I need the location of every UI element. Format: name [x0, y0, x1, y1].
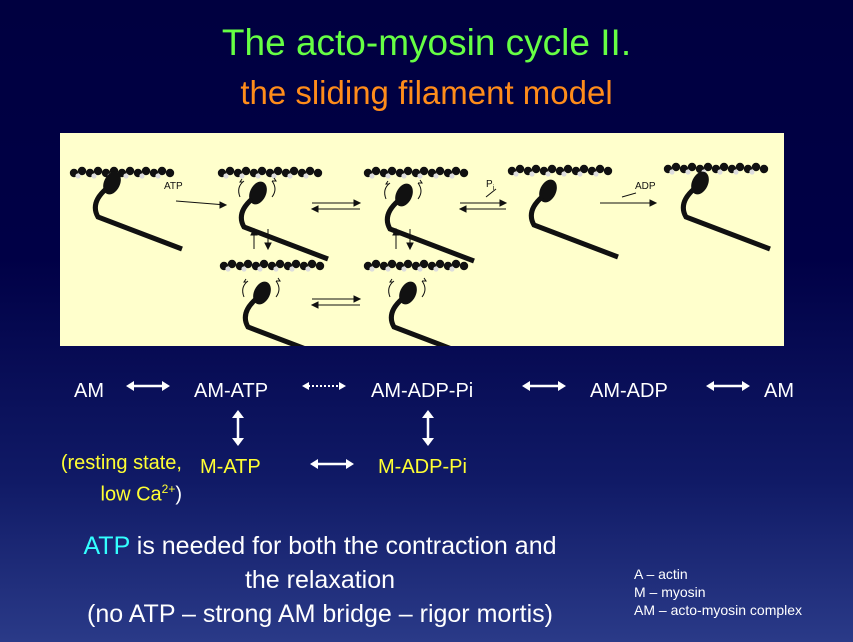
- motor-unit-3: [363, 166, 474, 261]
- note-line-2: the relaxation: [244, 566, 396, 594]
- legend-item: AM – acto-myosin complex: [634, 602, 803, 618]
- motor-unit-2: [217, 166, 328, 259]
- motor-unit-1: [69, 167, 182, 249]
- legend-item: A – actin: [634, 566, 688, 582]
- abbreviation-legend: A – actin M – myosin AM – acto-myosin co…: [634, 565, 802, 619]
- motor-unit-4: [507, 164, 618, 257]
- slide-title: The acto-myosin cycle II.: [221, 22, 632, 63]
- adp-label: ADP: [635, 181, 656, 192]
- vertical-double-arrow-icon: [422, 410, 434, 446]
- atp-label: ATP: [164, 181, 183, 192]
- legend-item: M – myosin: [634, 584, 706, 600]
- state-am-adp-pi: AM-ADP-Pi: [371, 380, 474, 402]
- state-am-left: AM: [74, 380, 104, 402]
- resting-line-2: low Ca2+): [100, 482, 183, 506]
- motor-unit-7: [363, 259, 478, 346]
- motor-unit-5: [663, 162, 770, 249]
- vertical-double-arrow-icon: [232, 410, 244, 446]
- slide-subtitle: the sliding filament model: [240, 74, 613, 111]
- double-arrow-icon: [706, 381, 750, 391]
- double-arrow-icon: [522, 381, 566, 391]
- cycle-illustration: ATP Pi ADP: [60, 133, 784, 346]
- double-arrow-icon: [126, 381, 170, 391]
- double-arrow-icon: [310, 459, 354, 469]
- atp-highlight: ATP: [83, 532, 130, 560]
- state-m-atp: M-ATP: [200, 456, 261, 478]
- pi-label: Pi: [486, 179, 495, 192]
- state-am-adp: AM-ADP: [590, 380, 668, 402]
- note-line-3: (no ATP – strong AM bridge – rigor morti…: [87, 600, 553, 628]
- state-am-atp: AM-ATP: [194, 380, 269, 402]
- dotted-double-arrow-icon: [302, 382, 346, 390]
- resting-line-1: (resting state,: [60, 452, 182, 474]
- state-m-adp-pi: M-ADP-Pi: [378, 456, 467, 478]
- resting-state-note: (resting state, low Ca2+): [36, 450, 182, 508]
- note-line-1: ATP is needed for both the contraction a…: [83, 532, 557, 560]
- atp-requirement-note: ATP is needed for both the contraction a…: [20, 529, 620, 631]
- cycle-drawing: ATP Pi ADP: [69, 162, 784, 346]
- state-am-right: AM: [764, 380, 794, 402]
- reaction-arrows: [175, 188, 658, 309]
